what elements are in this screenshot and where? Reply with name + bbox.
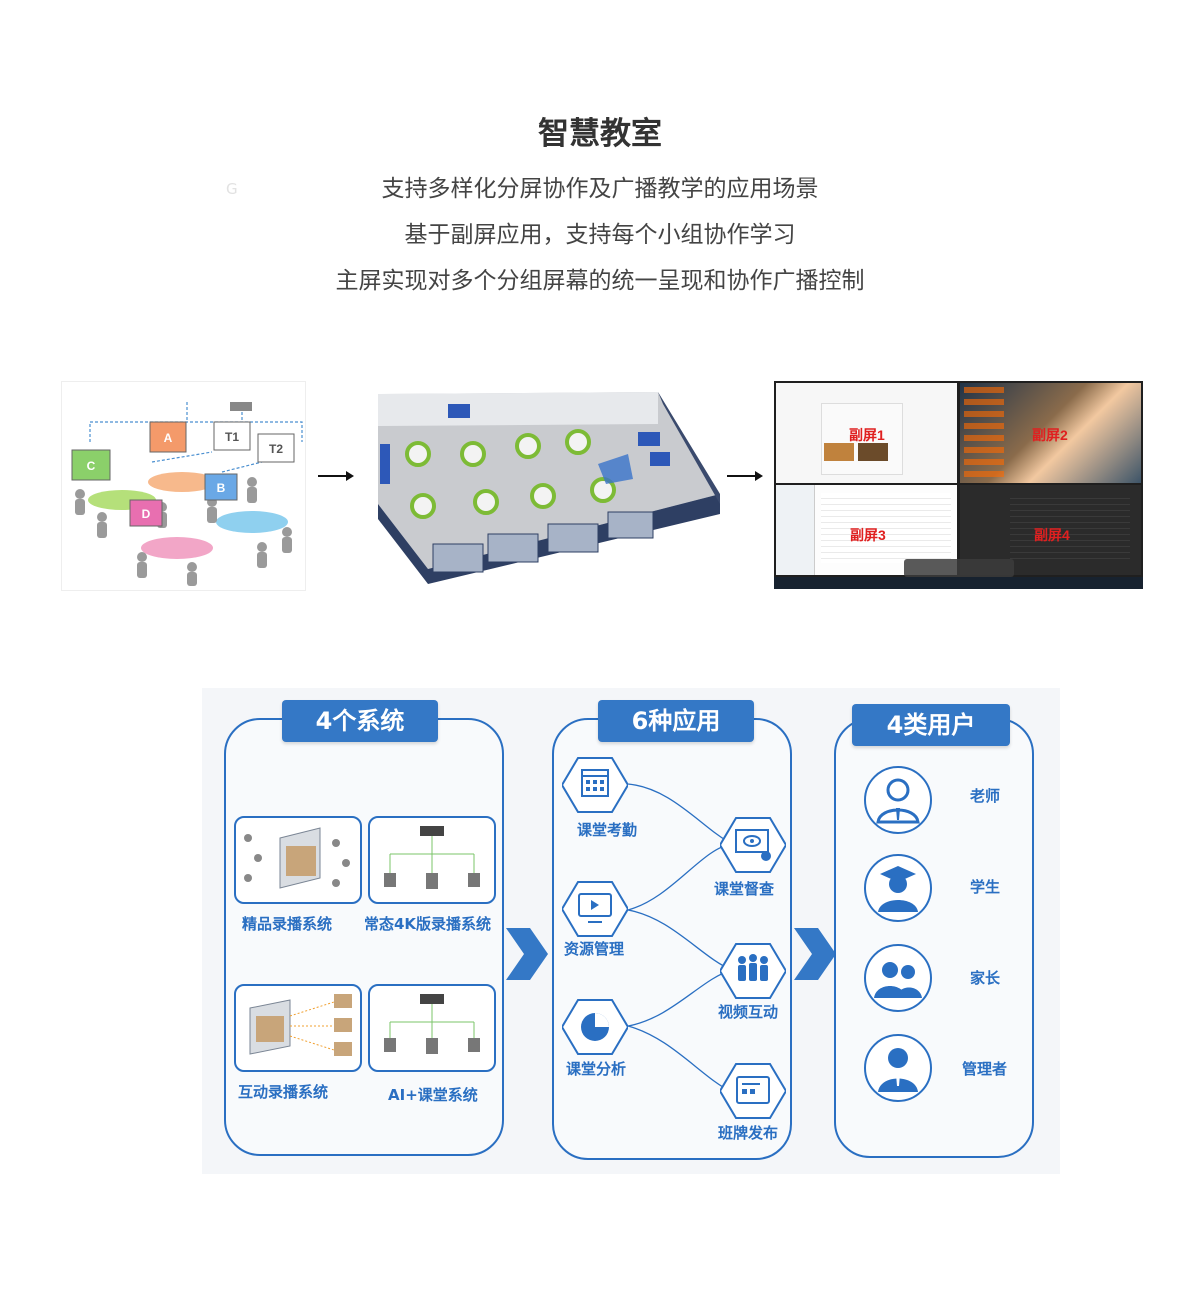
screen-d-label: D: [142, 507, 151, 521]
classroom-3d-render: [358, 384, 724, 584]
group-screens-illustration: C A T1 T2 B D: [61, 381, 306, 591]
system-label-4: AI+课堂系统: [388, 1086, 478, 1104]
apps-header: 6种应用: [598, 700, 754, 742]
screen-t1-label: T1: [225, 430, 239, 444]
system-label-3: 互动录播系统: [238, 1083, 329, 1101]
app-label-2: 课堂督查: [714, 880, 775, 898]
user-label-2: 学生: [970, 878, 1001, 896]
system-diagram: 4个系统 精品录播系统 常态4K版录播系统 互动录播系统: [202, 688, 1060, 1174]
user-label-3: 家长: [970, 969, 1001, 987]
video-interaction-icon: [720, 943, 786, 999]
screen-t2-label: T2: [269, 442, 283, 456]
user-label-4: 管理者: [962, 1060, 1008, 1078]
split-label-1: 副屏1: [849, 427, 885, 443]
chevron-right-icon: [506, 928, 548, 980]
systems-column: [224, 718, 504, 1156]
player-controls: [904, 559, 1014, 577]
page-title: 智慧教室: [538, 116, 662, 152]
users-header: 4类用户: [852, 704, 1010, 746]
ghost-letter: G: [226, 180, 238, 198]
system-card-3: [234, 984, 362, 1072]
app-label-4: 视频互动: [718, 1003, 779, 1021]
systems-header: 4个系统: [282, 700, 438, 742]
admin-icon: [864, 1034, 932, 1102]
parent-icon: [864, 944, 932, 1012]
chevron-right-icon: [794, 928, 836, 980]
screen-a-label: A: [164, 431, 173, 445]
inspection-icon: [720, 817, 786, 873]
screen-quadrant-3: 副屏3: [776, 485, 957, 575]
attendance-icon: [562, 757, 628, 813]
screen-b-label: B: [217, 481, 226, 495]
system-card-1: [234, 816, 362, 904]
teacher-icon: [864, 766, 932, 834]
app-label-3: 资源管理: [564, 940, 625, 958]
users-column: [834, 718, 1034, 1158]
system-card-4: [368, 984, 496, 1072]
arrow-right-icon: [727, 471, 763, 481]
projector-icon: [230, 402, 252, 411]
subtitle-line-3: 主屏实现对多个分组屏幕的统一呈现和协作广播控制: [335, 268, 865, 294]
app-label-6: 班牌发布: [718, 1124, 779, 1142]
split-label-2: 副屏2: [1032, 427, 1068, 443]
system-card-2: [368, 816, 496, 904]
split-label-3: 副屏3: [850, 527, 886, 543]
arrow-right-icon: [318, 471, 354, 481]
analysis-icon: [562, 999, 628, 1055]
split-screen-preview: 副屏1 副屏2 副屏3 副屏4: [774, 381, 1143, 589]
screen-c-label: C: [87, 459, 96, 473]
student-icon: [864, 854, 932, 922]
system-label-2: 常态4K版录播系统: [364, 915, 492, 933]
taskbar: [774, 577, 1143, 589]
screen-quadrant-2: 副屏2: [960, 383, 1141, 483]
system-label-1: 精品录播系统: [242, 915, 333, 933]
split-label-4: 副屏4: [1034, 527, 1070, 543]
user-label-1: 老师: [970, 787, 1001, 805]
subtitle-line-2: 基于副屏应用，支持每个小组协作学习: [404, 222, 796, 248]
class-board-icon: [720, 1063, 786, 1119]
subtitle-line-1: 支持多样化分屏协作及广播教学的应用场景: [381, 176, 819, 202]
resource-icon: [562, 881, 628, 937]
screen-quadrant-1: 副屏1: [776, 383, 957, 483]
app-label-1: 课堂考勤: [577, 821, 638, 839]
app-label-5: 课堂分析: [566, 1060, 627, 1078]
